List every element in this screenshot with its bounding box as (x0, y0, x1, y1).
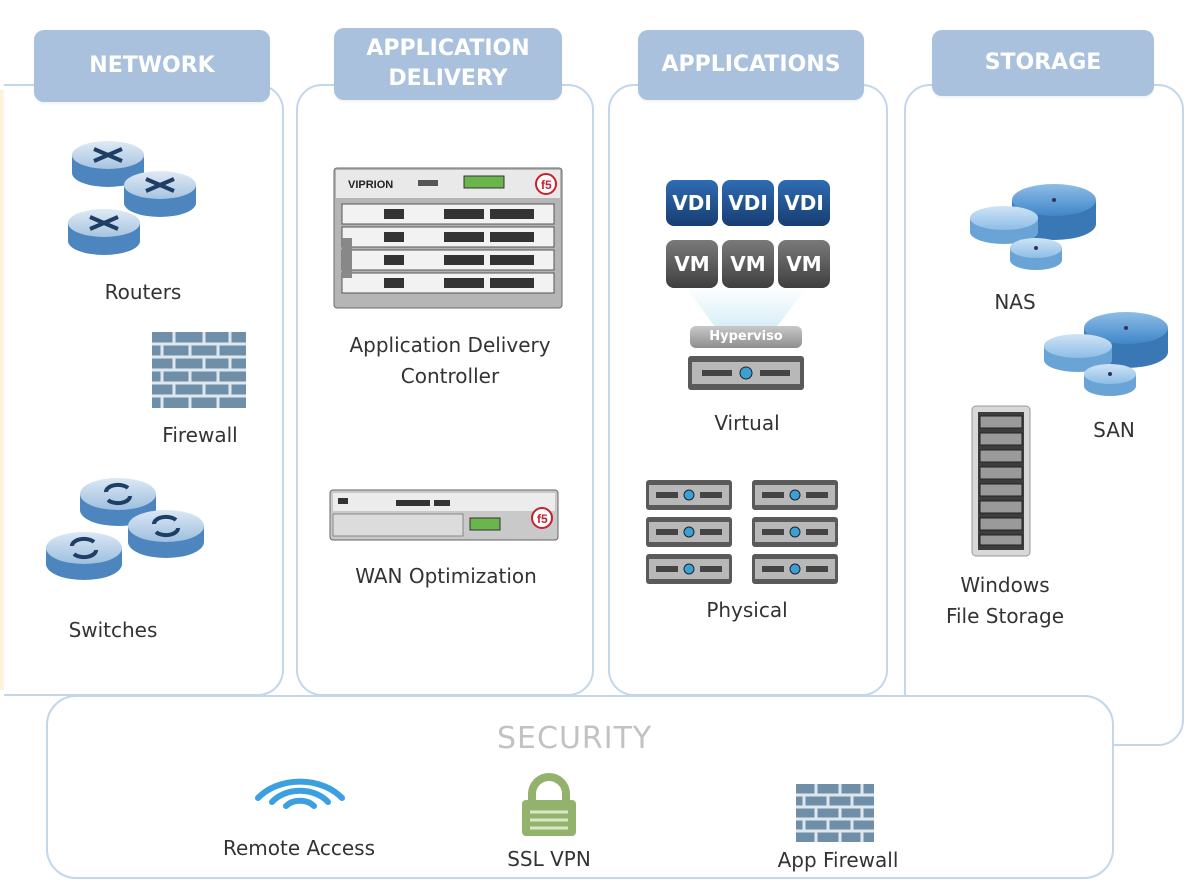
virtual-server-icon (688, 356, 804, 390)
storage-header: STORAGE (932, 30, 1154, 96)
app-firewall-label: App Firewall (777, 848, 899, 872)
routers-icon (68, 141, 196, 255)
lock-icon (522, 773, 576, 836)
wan-appliance-icon: f5 (329, 489, 559, 541)
app-delivery-header: APPLICATION DELIVERY (334, 28, 562, 100)
app-firewall-icon (796, 784, 874, 842)
svg-text:f5: f5 (541, 178, 552, 192)
vdi-box: VDI (778, 180, 830, 226)
vm-box: VM (778, 240, 830, 288)
security-panel (46, 695, 1114, 879)
switches-icon (46, 478, 204, 580)
windows-file-storage-label: Windows File Storage (945, 573, 1065, 628)
wifi-icon (255, 778, 345, 809)
firewall-label: Firewall (162, 423, 238, 447)
applications-header: APPLICATIONS (638, 30, 864, 100)
file-storage-rack-icon (971, 405, 1031, 557)
san-disks-icon (1044, 312, 1168, 396)
adc-brand-text: VIPRION (348, 179, 393, 191)
svg-text:f5: f5 (537, 512, 548, 526)
san-label: SAN (1093, 418, 1135, 442)
network-header: NETWORK (34, 30, 270, 102)
vm-box: VM (666, 240, 718, 288)
physical-servers-icon (646, 480, 838, 584)
adc-label: Application Delivery Controller (349, 333, 551, 388)
nas-label: NAS (994, 290, 1036, 314)
nas-disks-icon (970, 184, 1096, 270)
routers-label: Routers (104, 280, 182, 304)
vdi-row: VDI VDI VDI (666, 180, 834, 226)
vdi-box: VDI (666, 180, 718, 226)
vm-row: VM VM VM (666, 240, 834, 288)
switches-label: Switches (68, 618, 158, 642)
hypervisor-bar: Hyperviso (690, 326, 802, 348)
virtual-label: Virtual (714, 411, 780, 435)
security-title: SECURITY (497, 721, 653, 756)
wan-optimization-label: WAN Optimization (355, 564, 537, 588)
physical-label: Physical (706, 598, 788, 622)
vdi-box: VDI (722, 180, 774, 226)
remote-access-label: Remote Access (223, 836, 375, 860)
vm-box: VM (722, 240, 774, 288)
adc-chassis-icon: VIPRION f5 (333, 167, 563, 309)
server-unit (646, 480, 732, 510)
ssl-vpn-label: SSL VPN (507, 847, 591, 871)
firewall-icon (152, 332, 246, 408)
